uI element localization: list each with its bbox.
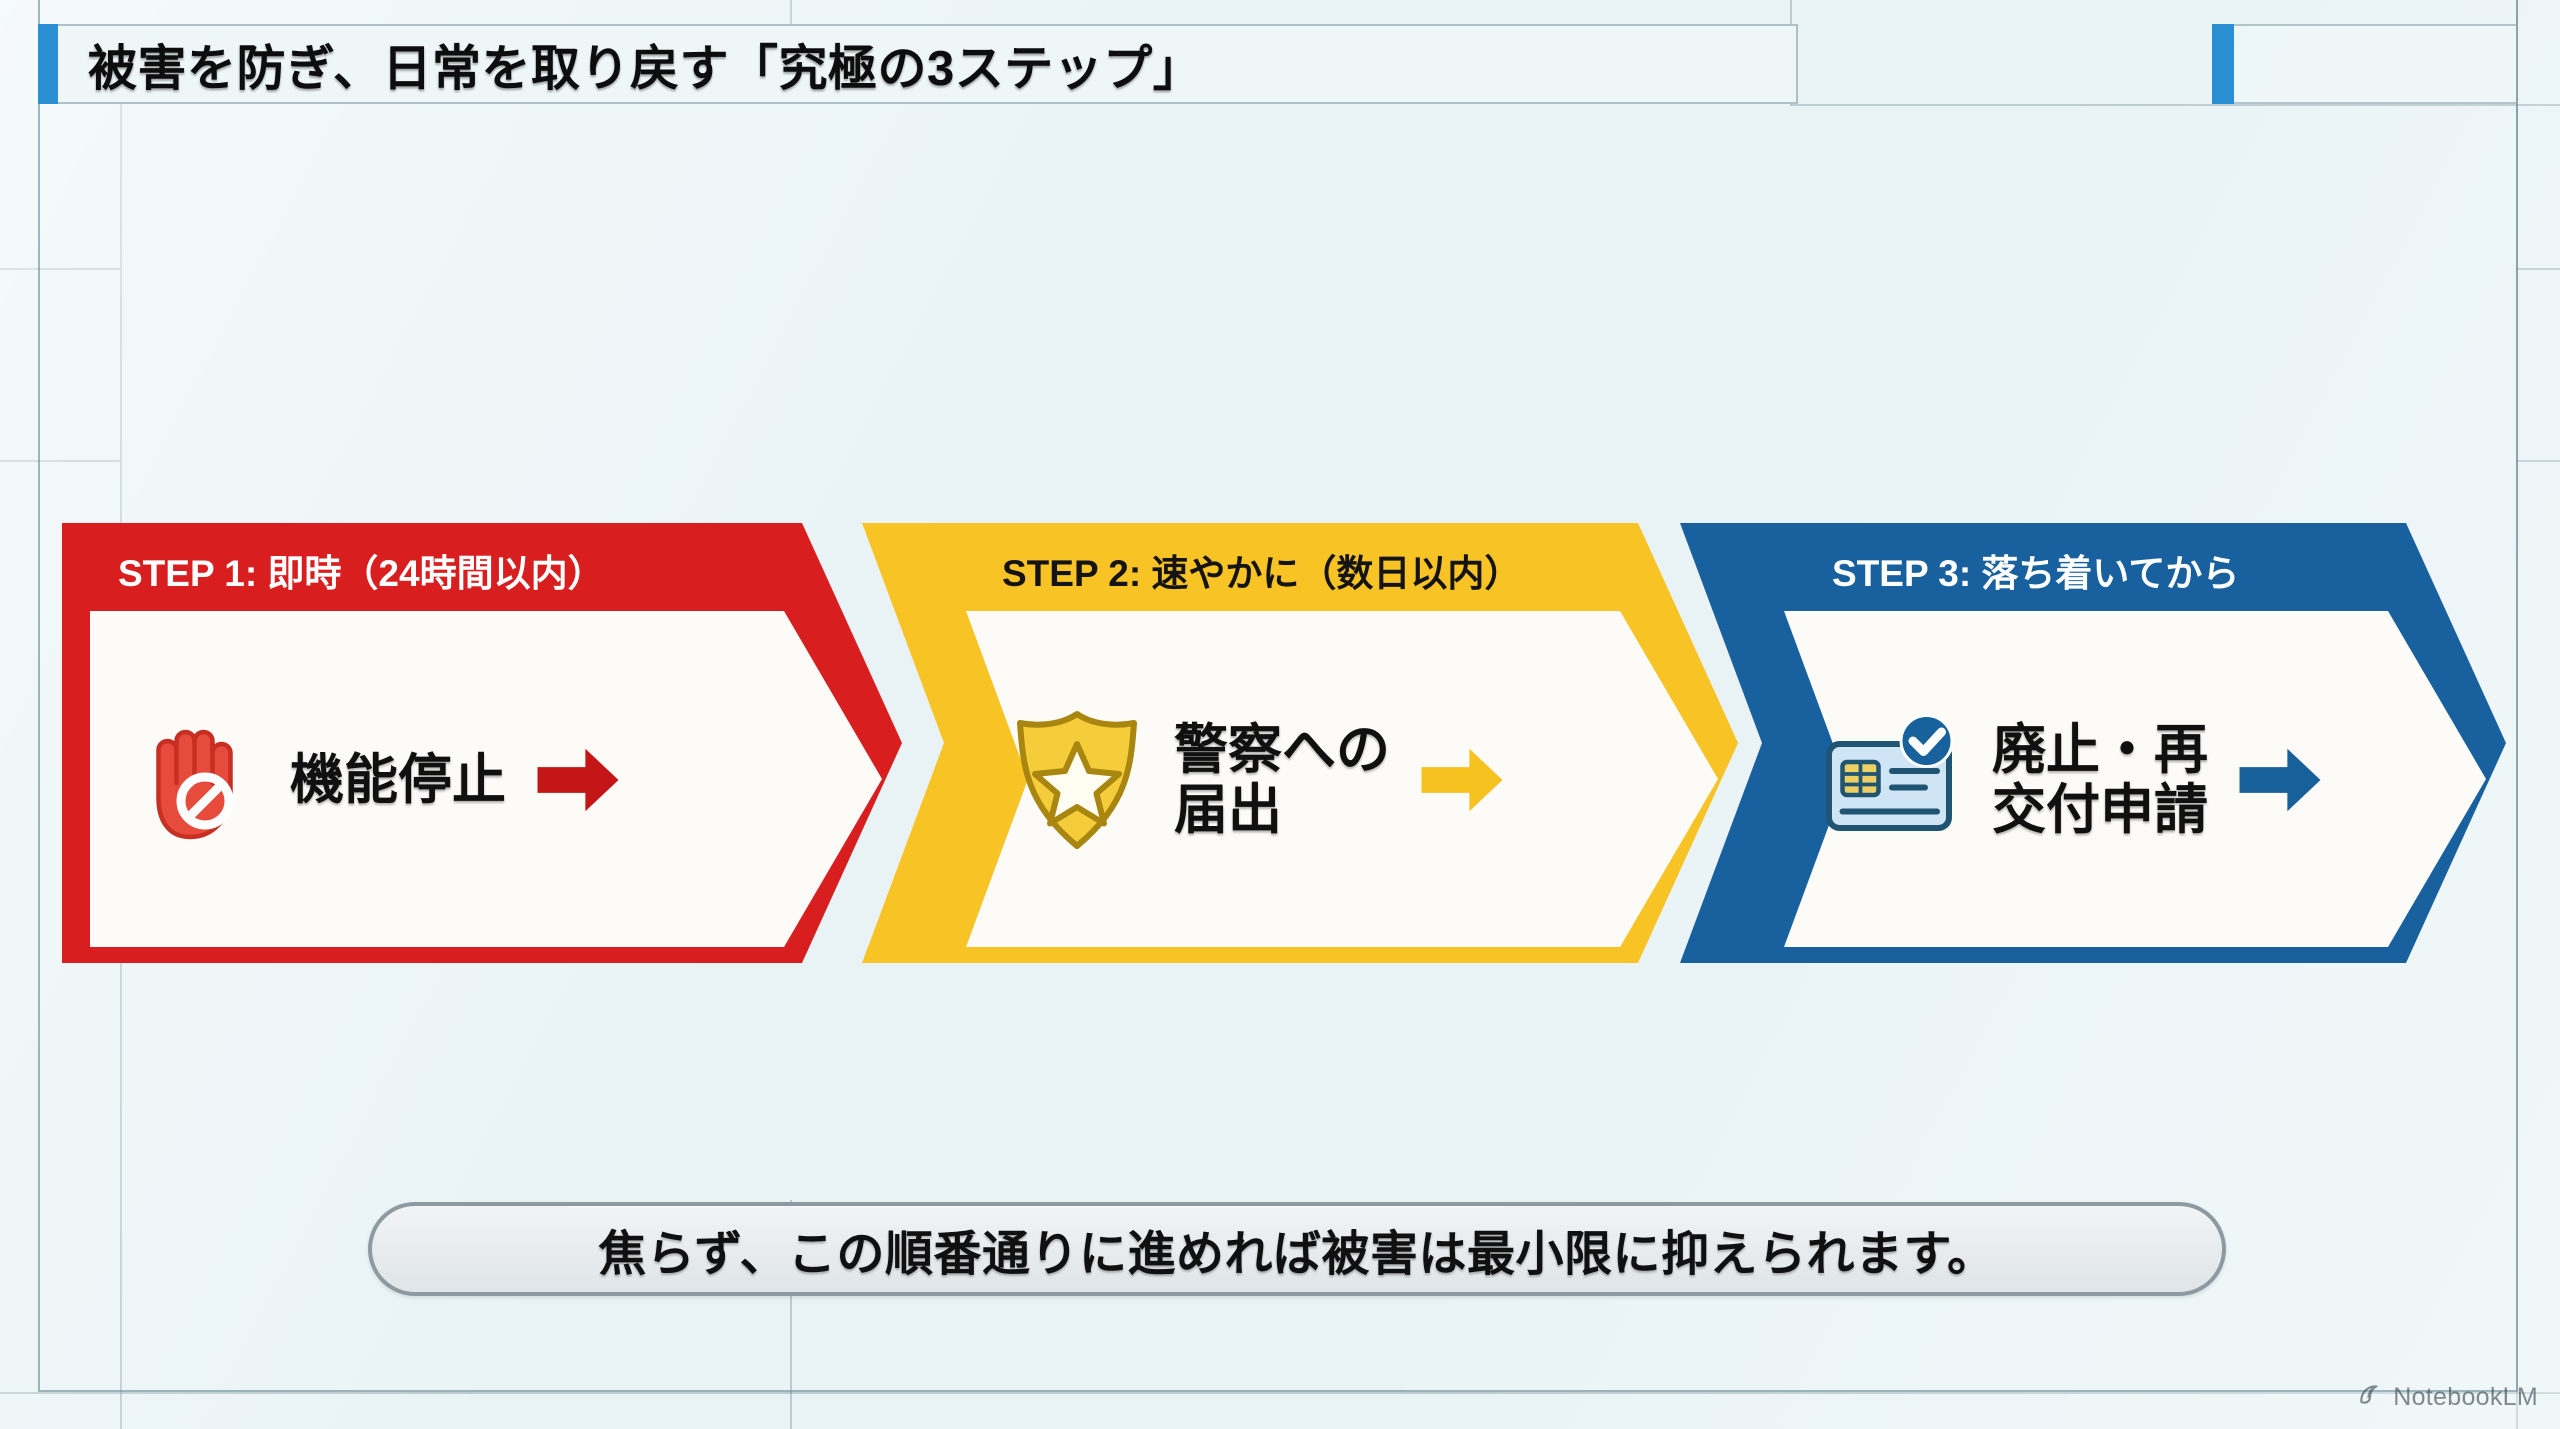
title-text: 被害を防ぎ、日常を取り戻す「究極の3ステップ」	[88, 41, 1203, 96]
step-1[interactable]: STEP 1: 即時（24時間以内） 機能停止	[62, 523, 902, 963]
notebooklm-label: NotebookLM	[2393, 1383, 2538, 1411]
step-3-label-row: STEP 3: 落ち着いてから	[1680, 531, 2560, 609]
title-accent-bar	[38, 24, 58, 104]
summary-caption-text: 焦らず、この順番通りに進めれば被害は最小限に抑えられます。	[598, 1228, 1996, 1281]
title-box: 被害を防ぎ、日常を取り戻す「究極の3ステップ」	[58, 24, 1798, 104]
step-2[interactable]: STEP 2: 速やかに（数日以内） 警察への 届出	[862, 523, 1738, 963]
step-3-inner-arrow-icon	[2234, 734, 2326, 826]
police-badge-icon	[1002, 705, 1152, 855]
raised-hand-stop-icon	[118, 705, 268, 855]
id-card-verified-icon	[1820, 705, 1970, 855]
step-3-text: 廃止・再 交付申請	[1992, 719, 2208, 840]
notebooklm-logo-icon	[2358, 1382, 2384, 1413]
page-title: 被害を防ぎ、日常を取り戻す「究極の3ステップ」	[38, 24, 1798, 104]
step-2-content: 警察への 届出	[1002, 615, 1704, 945]
step-1-inner-arrow-icon	[532, 734, 624, 826]
step-1-text: 機能停止	[290, 749, 506, 810]
step-3-content: 廃止・再 交付申請	[1820, 615, 2472, 945]
summary-caption: 焦らず、この順番通りに進めれば被害は最小限に抑えられます。	[368, 1202, 2226, 1296]
notebooklm-watermark: NotebookLM	[2358, 1382, 2538, 1413]
step-3[interactable]: STEP 3: 落ち着いてから 廃止・再 交付申請	[1680, 523, 2506, 963]
title-right-box	[2234, 24, 2518, 104]
step-2-label: STEP 2: 速やかに（数日以内）	[1002, 553, 1522, 594]
step-1-label-row: STEP 1: 即時（24時間以内）	[62, 531, 958, 609]
step-1-content: 機能停止	[118, 615, 872, 945]
steps-flow: STEP 1: 即時（24時間以内） 機能停止	[0, 523, 2560, 963]
title-accent-bar-right	[2212, 24, 2234, 104]
step-3-label: STEP 3: 落ち着いてから	[1832, 553, 2240, 594]
step-2-text: 警察への 届出	[1174, 719, 1390, 840]
step-1-label: STEP 1: 即時（24時間以内）	[118, 553, 605, 594]
step-2-inner-arrow-icon	[1416, 734, 1508, 826]
